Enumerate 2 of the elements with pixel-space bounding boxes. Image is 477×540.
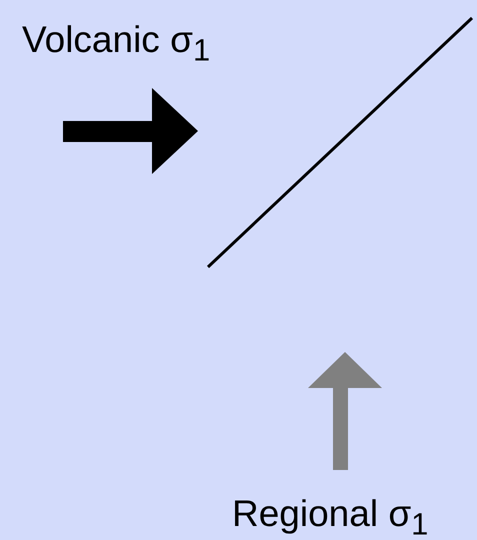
stress-label: Volcanic σ$_{1}$ (22, 20, 210, 68)
stress-label: Regional σ$_{1}$ (232, 494, 428, 540)
